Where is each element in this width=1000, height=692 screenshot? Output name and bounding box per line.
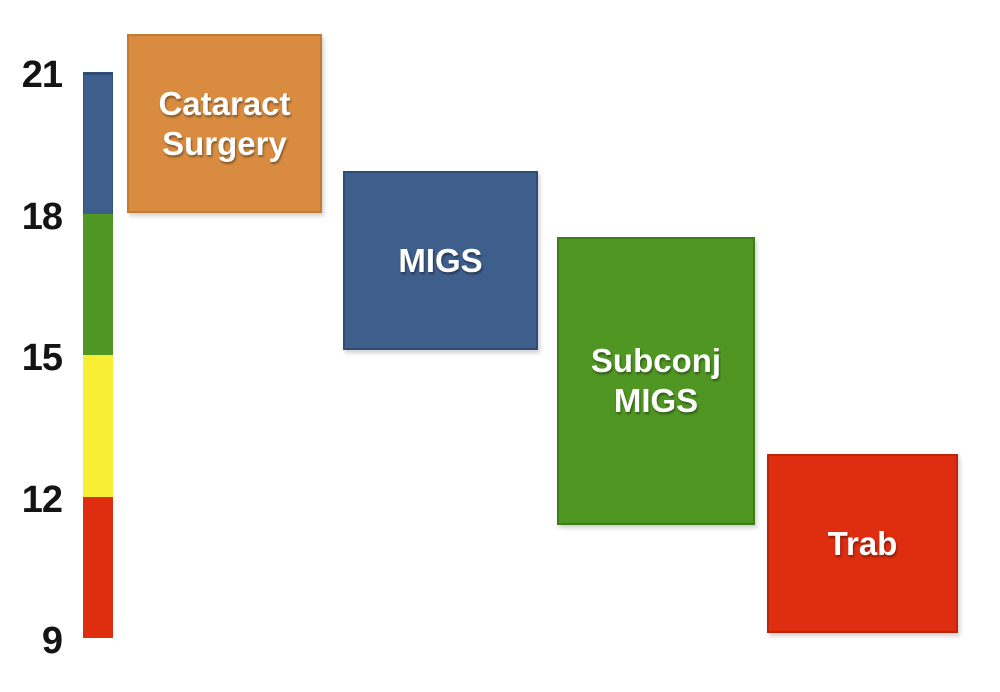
y-tick-label-12: 12 [21,478,63,521]
scale-segment-green [83,213,113,355]
range-bar-subconj-migs: Subconj MIGS [557,237,755,525]
scale-segment-blue [83,72,113,214]
range-bar-label: Trab [827,524,898,562]
y-tick-label-21: 21 [21,54,63,96]
scale-segment-yellow [83,355,113,497]
range-bar-migs: MIGS [343,171,538,351]
range-bar-trab: Trab [767,454,958,634]
y-tick-label-18: 18 [21,195,63,238]
range-bar-label: MIGS [398,241,483,279]
range-bar-cataract-surgery: Cataract Surgery [127,34,322,214]
y-tick-label-15: 15 [21,337,63,380]
range-bar-label: Cataract Surgery [158,84,291,162]
y-tick-label-9: 9 [41,620,63,663]
range-bar-label: Subconj MIGS [590,341,722,419]
scale-segment-red [83,496,113,639]
